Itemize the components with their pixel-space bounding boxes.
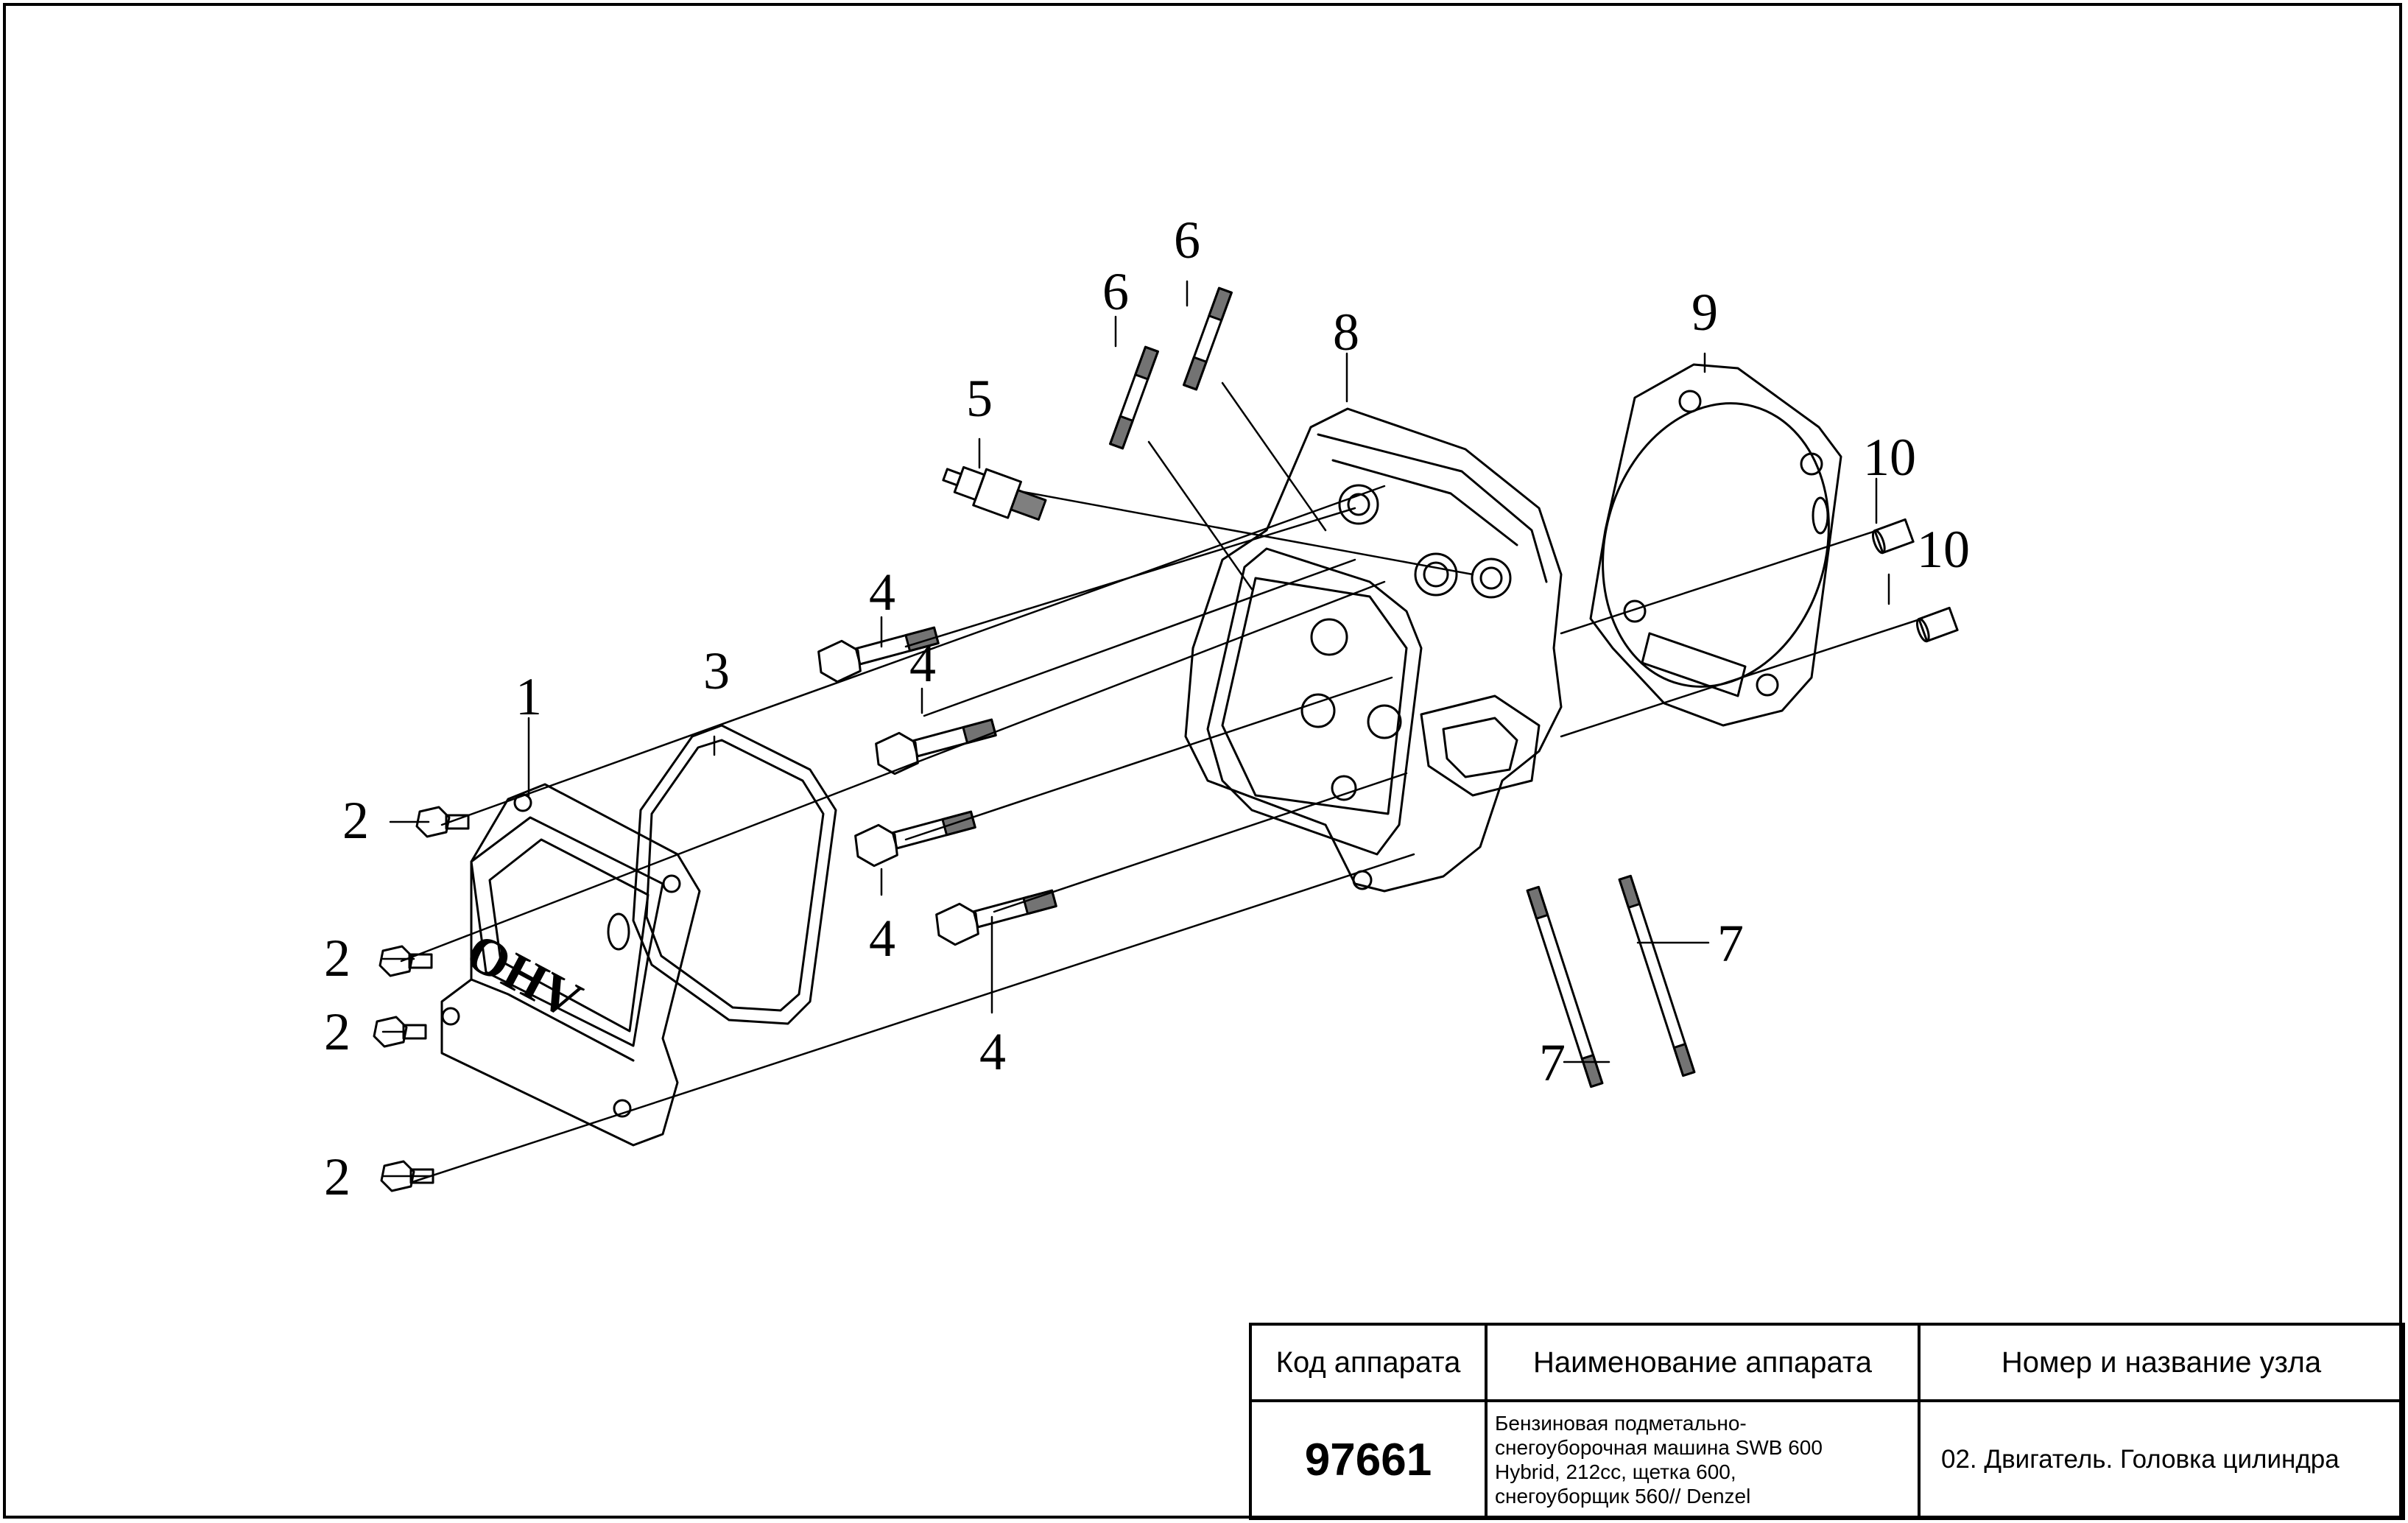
dowel-pins (1871, 518, 1959, 643)
spark-plug (942, 465, 1047, 521)
callout-4: 4 (869, 563, 895, 622)
title-block: Код аппарата Наименование аппарата Номер… (1249, 1323, 2405, 1523)
callout-6: 6 (1174, 211, 1200, 270)
callout-8: 8 (1333, 303, 1359, 362)
upper-studs (1109, 286, 1233, 450)
header-name: Наименование аппарата (1485, 1323, 1921, 1402)
callout-3: 3 (703, 641, 730, 700)
device-name: Бензиновая подметально- снегоуборочная м… (1485, 1399, 1921, 1520)
cover-gasket (632, 724, 837, 1025)
callout-10: 10 (1917, 520, 1970, 579)
head-gasket (1589, 363, 1842, 727)
lower-studs (1526, 874, 1696, 1088)
callout-5: 5 (966, 369, 993, 428)
header-node: Номер и название узла (1918, 1323, 2405, 1402)
callout-2: 2 (324, 929, 351, 988)
callout-2: 2 (324, 1002, 351, 1061)
cover-bolts (373, 806, 470, 1192)
device-name-line: Бензиновая подметально- (1495, 1412, 1747, 1435)
device-name-line: Hybrid, 212cc, щетка 600, (1495, 1460, 1736, 1483)
assembly-axis-lines (400, 381, 1923, 1183)
callout-4: 4 (909, 634, 936, 693)
header-code: Код аппарата (1249, 1323, 1488, 1402)
head-bolts (817, 626, 1057, 946)
device-name-line: снегоуборщик 560// Denzel (1495, 1485, 1751, 1508)
callout-7: 7 (1717, 914, 1744, 973)
callout-2: 2 (324, 1147, 351, 1206)
drawing-frame (3, 3, 2402, 1519)
node-name: 02. Двигатель. Головка цилиндра (1918, 1399, 2405, 1520)
device-name-line: снегоуборочная машина SWB 600 (1495, 1436, 1823, 1459)
callout-9: 9 (1691, 283, 1718, 342)
callout-10: 10 (1863, 428, 1916, 487)
callout-7: 7 (1539, 1033, 1566, 1092)
cylinder-head (1184, 407, 1563, 893)
callout-1: 1 (515, 667, 542, 726)
callout-labels: 1 2 2 2 2 3 4 4 4 4 5 6 6 7 7 8 9 10 10 (324, 211, 1970, 1206)
cover-ohv-lettering: OHV (457, 921, 591, 1030)
device-code: 97661 (1249, 1399, 1488, 1520)
callout-6: 6 (1102, 262, 1129, 321)
callout-2: 2 (342, 791, 369, 850)
leader-lines (381, 280, 1890, 1178)
callout-4: 4 (869, 909, 895, 968)
callout-4: 4 (979, 1022, 1006, 1081)
